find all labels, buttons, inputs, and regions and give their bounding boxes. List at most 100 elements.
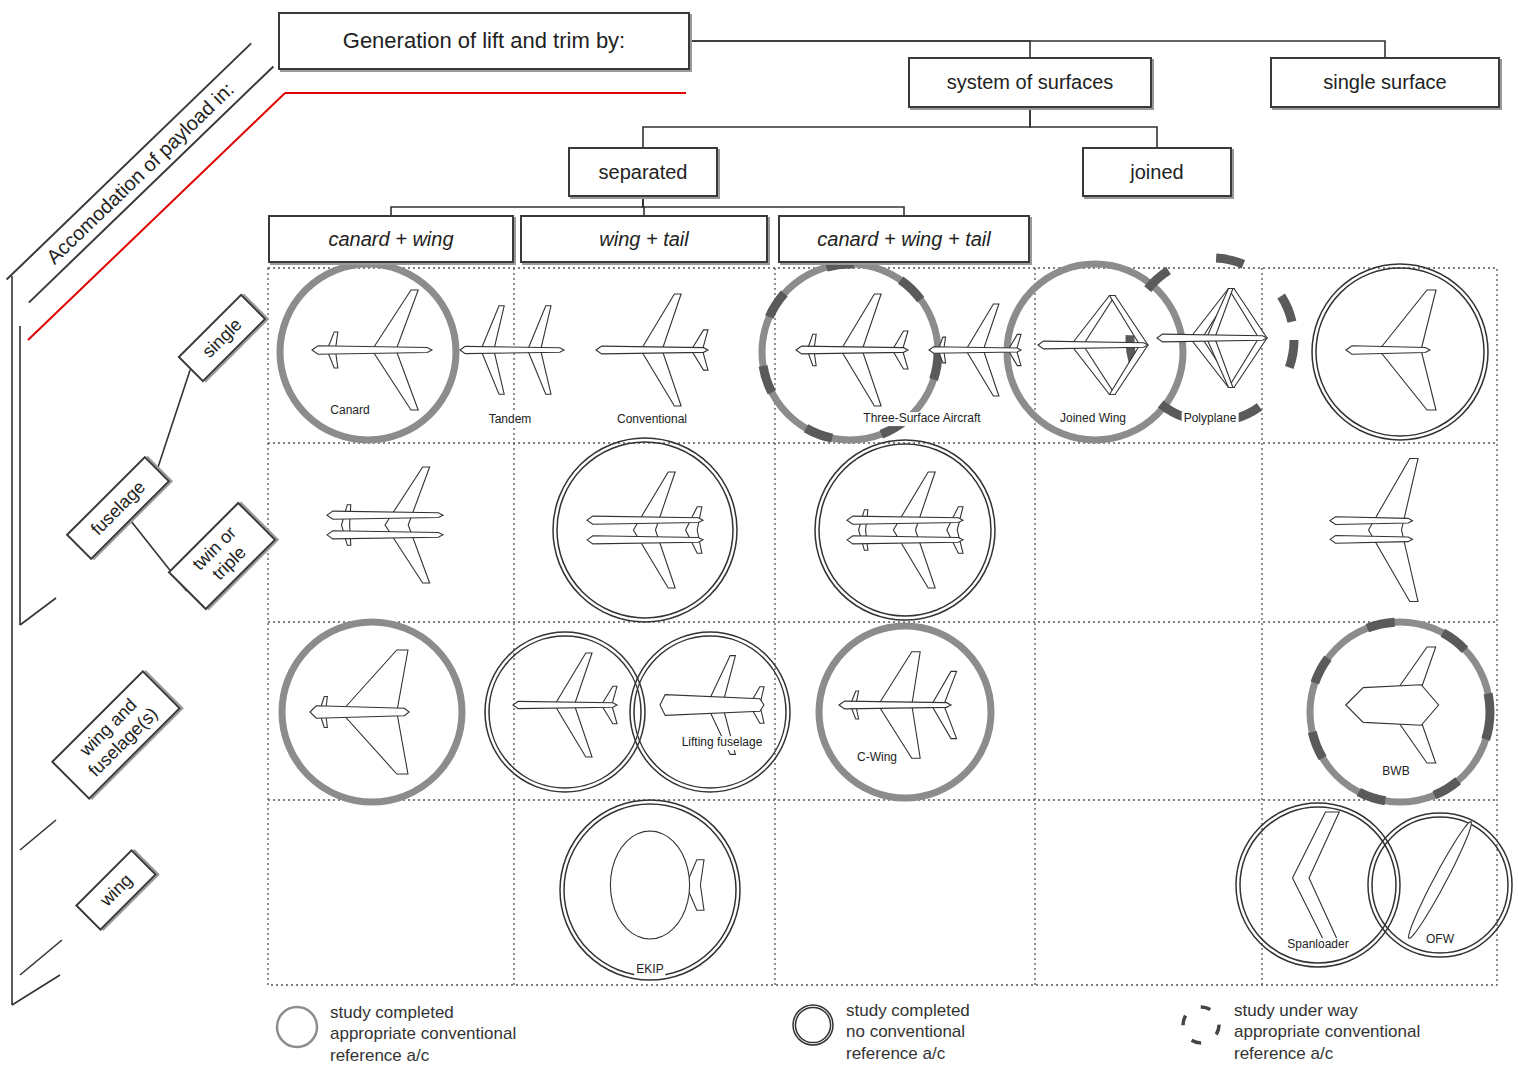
tree-connector [643,108,1030,147]
red-line [285,92,686,94]
tree-connector [158,370,191,469]
aircraft-label: Conventional [615,413,689,427]
node-content: single [198,314,246,362]
aircraft-part [312,346,432,354]
node-text: wing and fuselage(s) [66,685,166,785]
study-ring [1236,803,1400,967]
aircraft-sketch [1346,647,1439,763]
axis-frame [12,276,62,1005]
node-content: single surface [1323,71,1446,94]
frame-line [20,940,62,975]
grid-line [774,268,775,985]
study-ring [795,1007,830,1042]
row-header: wing [75,849,157,931]
aircraft-label: Joined Wing [1058,412,1128,426]
legend-ring [277,1007,317,1047]
aircraft-sketch [847,472,963,588]
aircraft-part [893,472,935,588]
aircraft-sketch [839,652,957,758]
node-content: twin or triple [183,517,262,596]
row-header: twin or triple [168,502,277,611]
aircraft-sketch [1038,296,1148,395]
aircraft-label: Spanloader [1285,938,1350,952]
study-ring [819,626,991,798]
column-header: canard + wing [268,215,514,263]
aircraft-part [1346,685,1439,726]
aircraft-sketch [1330,459,1418,602]
aircraft-part [587,516,703,524]
aircraft-part [513,701,617,708]
study-ring [1007,264,1183,440]
aircraft-part [1157,334,1267,342]
aircraft-sketch [310,650,409,774]
aircraft-sketch [1346,290,1436,410]
aircraft-label: Tandem [487,413,534,427]
study-ring-dashed [1310,622,1490,802]
category-box: joined [1082,147,1232,197]
aircraft-part [839,701,951,709]
node-text: Accomodation of payload in: [42,77,239,268]
tree-connector [1030,108,1157,147]
aircraft-label: C-Wing [855,751,899,765]
node-content: Accomodation of payload in: [42,77,239,268]
study-ring-dashed [1130,258,1294,422]
node-text: system of surfaces [947,71,1114,94]
aircraft-sketch [327,467,443,583]
aircraft-part [327,511,443,519]
node-text: twin or triple [183,517,262,596]
study-ring [1316,268,1484,436]
node-text: separated [599,161,688,184]
tree-connector [643,197,904,215]
axis-band: Accomodation of payload in: [6,43,274,304]
study-ring [489,636,641,788]
aircraft-sketch [596,294,708,406]
frame-line [19,326,21,625]
column-header: wing + tail [520,215,768,263]
aircraft-label: Three-Surface Aircraft [861,412,982,426]
study-ring [1368,813,1512,957]
aircraft-part [1346,346,1430,354]
node-text: single [198,314,246,362]
grid-line [513,268,514,985]
node-text: canard + wing + tail [817,228,990,251]
aircraft-part [1330,536,1413,544]
frame-line [11,276,13,1005]
legend-swatch [272,1002,322,1052]
tree-connector [690,41,1030,57]
legend-item: study under way appropriate conventional… [1176,1000,1434,1064]
aircraft-part [1038,341,1148,349]
legend-item: study completed appropriate conventional… [272,1002,530,1066]
study-ring [282,622,462,802]
aircraft-sketch [929,304,1021,396]
aircraft-label: OFW [1424,933,1456,947]
aircraft-part [596,346,708,354]
tree-connector [690,41,1385,57]
aircraft-part [660,695,764,716]
grid-line [1261,268,1262,985]
node-content: wing and fuselage(s) [66,685,166,785]
aircraft-sketch [1157,289,1267,388]
aircraft-part [610,831,689,939]
legend-swatch [1176,1000,1226,1050]
study-ring [819,444,991,616]
aircraft-label: BWB [1380,765,1411,779]
aircraft-part [587,536,703,544]
study-ring [815,440,995,620]
node-content: separated [599,161,688,184]
node-content: joined [1130,161,1183,184]
study-ring [564,804,736,976]
node-text: single surface [1323,71,1446,94]
study-ring [557,442,733,618]
aircraft-sketch [610,831,704,939]
aircraft-part [310,706,409,718]
study-ring [1372,817,1508,953]
aircraft-part [1369,459,1419,602]
study-rings [280,258,1512,980]
grid-line [1034,268,1035,985]
node-text: wing [96,870,137,911]
node-text: fuselage [87,477,150,540]
header-box: Generation of lift and trim by: [278,12,690,70]
node-content: fuselage [87,477,150,540]
row-header: fuselage [66,456,171,561]
row-header: wing and fuselage(s) [51,670,181,800]
